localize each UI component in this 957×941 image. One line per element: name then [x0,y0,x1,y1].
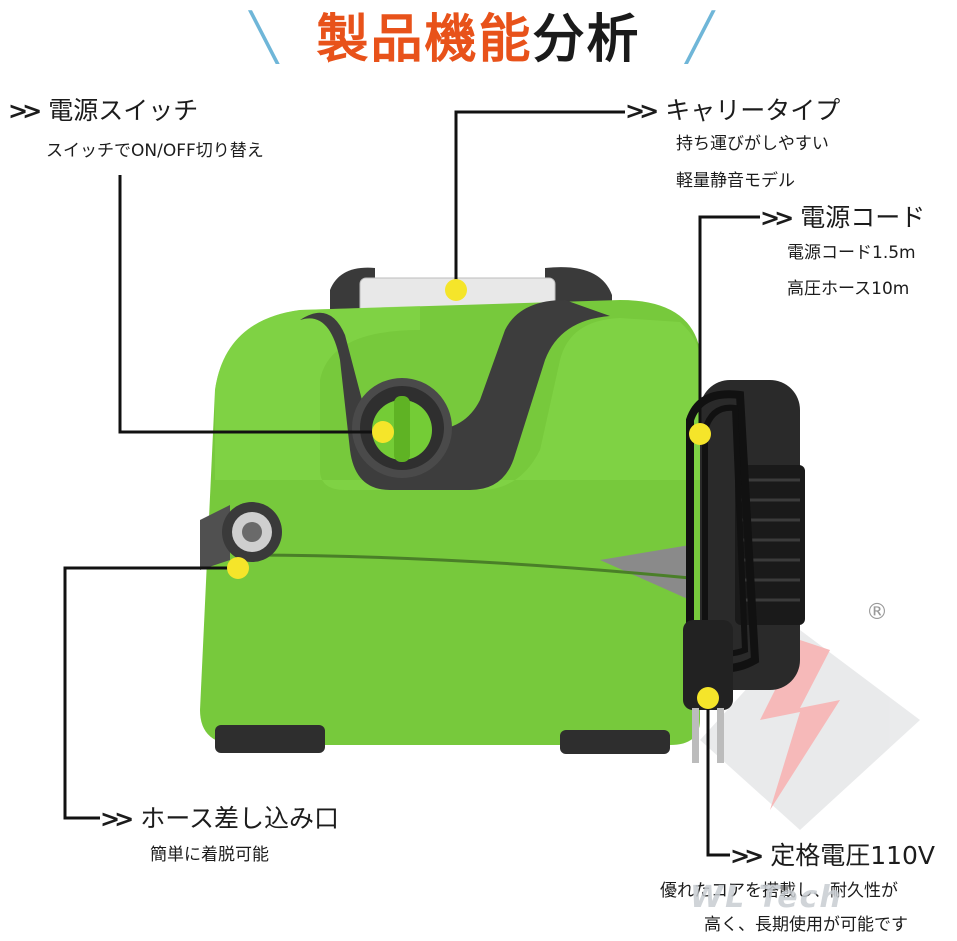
callout-voltage-desc-2: 高く、長期使用が可能です [704,915,908,935]
double-chevron-icon: >> [100,805,134,833]
line-carry-type [454,110,625,285]
callout-power-cord-label: >>電源コード [760,203,925,233]
power-switch-label-text: 電源スイッチ [48,96,199,125]
hose-inlet-label-text: ホース差し込み口 [140,804,339,833]
dot-power-cord [689,423,711,445]
double-chevron-icon: >> [625,97,659,125]
dot-hose-inlet [227,557,249,579]
dot-voltage [697,687,719,709]
dot-power-switch [372,421,394,443]
line-power-switch [118,175,383,434]
callout-lines [63,110,760,857]
callout-carry-type-desc-1: 持ち運びがしやすい [676,134,829,154]
brand-watermark: WL Tech [690,880,843,915]
callout-dots [227,279,719,709]
double-chevron-icon: >> [760,204,794,232]
power-cord-label-text: 電源コード [800,203,926,232]
power-plug [683,620,733,763]
power-knob [352,378,452,478]
callout-power-switch-label: >>電源スイッチ [8,96,198,126]
double-chevron-icon: >> [730,842,764,870]
callout-hose-inlet-label: >>ホース差し込み口 [100,804,339,834]
line-power-cord [698,215,760,432]
voltage-label-text: 定格電圧110V [770,841,936,870]
callout-carry-type-label: >>キャリータイプ [625,96,840,126]
callout-voltage-desc-1: 優れたコアを搭載し、耐久性が [660,881,898,901]
carry-type-label-text: キャリータイプ [665,96,841,125]
page-title: 製品機能分析 [0,0,957,80]
callout-power-cord-desc-2: 高圧ホース10m [787,279,910,299]
dot-carry-type [445,279,467,301]
callout-voltage-label: >>定格電圧110V [730,841,935,871]
hose-port [222,502,282,562]
callout-power-switch-desc: スイッチでON/OFF切り替え [46,141,264,161]
callout-hose-inlet-desc: 簡単に着脱可能 [150,845,269,865]
title-part-accent: 製品機能 [316,10,533,70]
line-hose-inlet [63,566,238,820]
registered-mark: ® [866,600,888,625]
line-voltage [706,698,730,857]
callout-carry-type-desc-2: 軽量静音モデル [676,171,795,191]
title-part-dark: 分析 [532,10,641,70]
double-chevron-icon: >> [8,97,42,125]
callout-power-cord-desc-1: 電源コード1.5m [787,243,916,263]
